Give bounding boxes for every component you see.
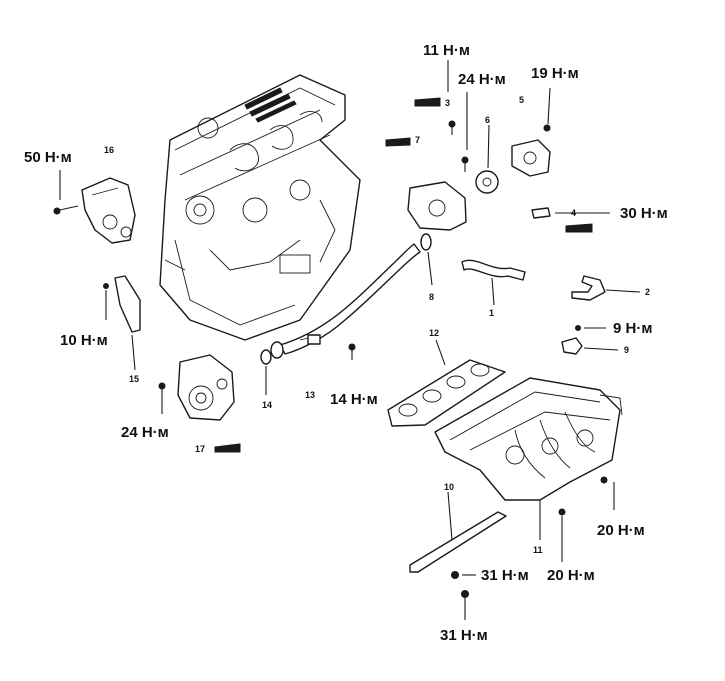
part-2-hose — [571, 275, 641, 301]
callout-9: 9 — [624, 345, 629, 355]
callout-16: 16 — [104, 145, 114, 155]
callout-15: 15 — [129, 374, 139, 384]
torque-label-30nm: 30 Н·м — [620, 205, 668, 222]
bolt-20nm-right — [600, 476, 615, 510]
part-5-housing-cover — [511, 87, 551, 177]
torque-label-50nm: 50 Н·м — [24, 149, 72, 166]
bolt-20nm-lower — [558, 508, 566, 562]
coolant-pipe — [270, 243, 421, 359]
callout-7: 7 — [415, 135, 420, 145]
torque-label-14nm: 14 Н·м — [330, 391, 378, 408]
part-1-hose — [461, 259, 526, 306]
torque-label-24nm-lower: 24 Н·м — [121, 424, 169, 441]
part-14-o-ring — [260, 349, 272, 395]
part-8-gasket — [420, 233, 433, 286]
callout-11: 11 — [533, 545, 543, 555]
callout-6: 6 — [485, 115, 490, 125]
callout-17: 17 — [195, 444, 205, 454]
part-11-intake-manifold — [434, 377, 623, 540]
bolt-31nm-lower — [461, 590, 469, 620]
bolt-14nm — [348, 343, 356, 360]
torque-label-31nm-upper: 31 Н·м — [481, 567, 529, 584]
torque-label-19nm: 19 Н·м — [531, 65, 579, 82]
part-4-sensor — [531, 207, 610, 233]
callout-10: 10 — [444, 482, 454, 492]
bolt-11nm — [414, 60, 456, 135]
part-7-thermostat-housing — [385, 137, 467, 231]
torque-label-10nm: 10 Н·м — [60, 332, 108, 349]
callout-5: 5 — [519, 95, 524, 105]
callout-3: 3 — [445, 98, 450, 108]
part-16-mount-bracket — [81, 177, 136, 244]
callout-1: 1 — [489, 308, 494, 318]
callout-4: 4 — [571, 208, 576, 218]
callout-13: 13 — [305, 390, 315, 400]
torque-label-31nm-lower: 31 Н·м — [440, 627, 488, 644]
torque-label-20nm-lower: 20 Н·м — [547, 567, 595, 584]
torque-label-20nm-right: 20 Н·м — [597, 522, 645, 539]
part-12-manifold-gasket — [387, 339, 506, 427]
part-9-sensor — [561, 325, 619, 355]
bolt-24nm-upper — [461, 92, 469, 172]
part-6-thermostat — [475, 124, 499, 194]
callout-8: 8 — [429, 292, 434, 302]
callout-14: 14 — [262, 400, 272, 410]
torque-label-9nm: 9 Н·м — [613, 320, 652, 337]
part-10-manifold-bracket — [409, 491, 507, 573]
bolt-50nm — [53, 170, 79, 215]
torque-label-24nm-upper: 24 Н·м — [458, 71, 506, 88]
callout-2: 2 — [645, 287, 650, 297]
torque-label-11nm: 11 Н·м — [423, 42, 470, 59]
callout-12: 12 — [429, 328, 439, 338]
engine-block — [159, 74, 361, 341]
part-17-water-pump — [158, 354, 241, 453]
bolt-31nm-upper — [451, 571, 476, 579]
part-15-gasket-strip — [103, 275, 141, 371]
